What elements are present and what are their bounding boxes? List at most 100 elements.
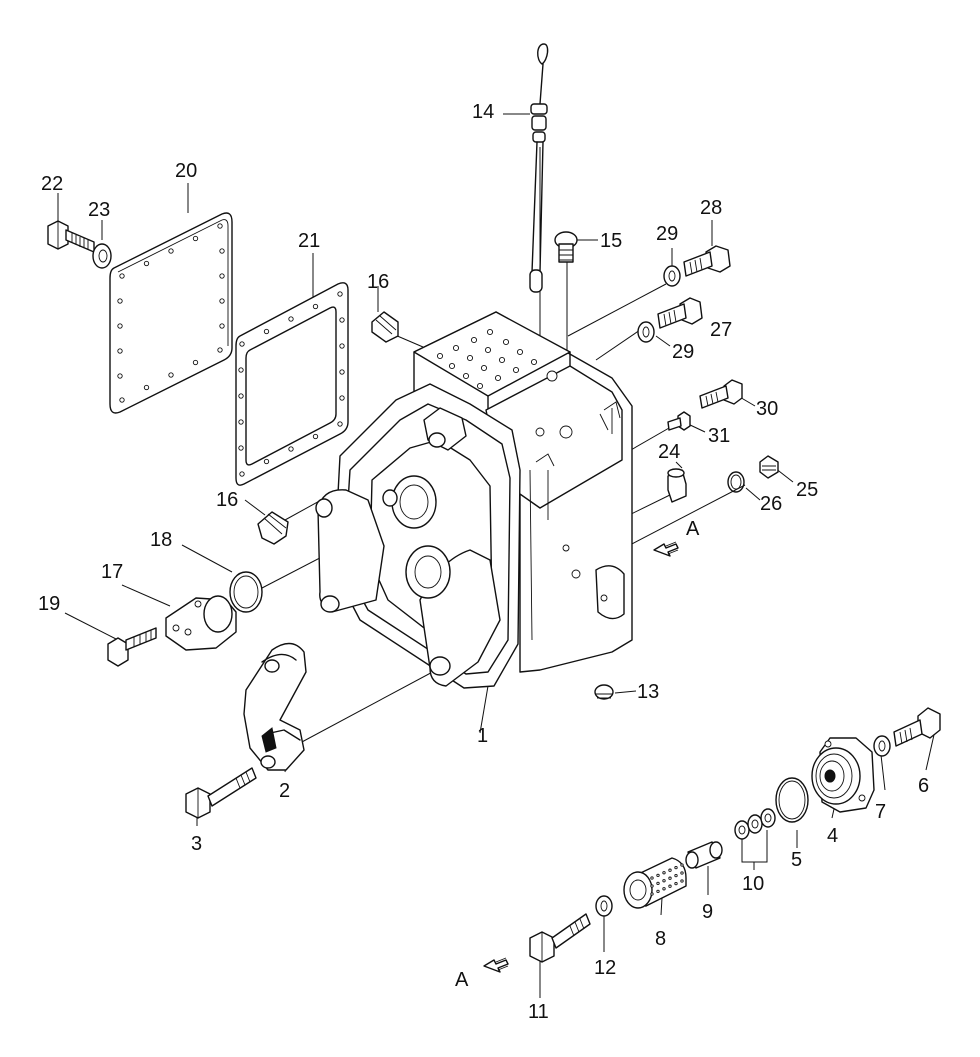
bolt-hole: [219, 323, 225, 329]
bolt-hole: [217, 223, 223, 229]
filter-perforation: [680, 879, 684, 883]
pin-24: [667, 468, 687, 503]
breather-16-left: [257, 511, 289, 545]
filter-perforation: [668, 876, 672, 880]
callout-label: 5: [791, 849, 802, 871]
washer-23: [92, 243, 112, 269]
bolt-hole: [117, 348, 123, 354]
view-arrow-a-bottom: [483, 957, 509, 973]
bolt-30: [699, 379, 743, 409]
bolt-hole: [502, 338, 510, 346]
bolt-hole: [484, 346, 492, 354]
bolt-28: [683, 245, 731, 277]
bolt-hole: [117, 373, 123, 379]
o-ring-18: [229, 571, 263, 613]
filter-perforation: [656, 889, 660, 894]
filter-head-4: [811, 737, 875, 813]
callout-label: 12: [594, 957, 616, 979]
bolt-hole: [239, 471, 245, 477]
callout-label: 8: [655, 928, 666, 950]
bolt-hole: [219, 248, 225, 254]
callout-label: 3: [191, 833, 202, 855]
bolt-hole: [119, 397, 125, 403]
filter-perforation: [680, 863, 684, 867]
filter-perforation: [650, 876, 654, 880]
callout-label: 11: [528, 1001, 549, 1023]
callout-label: 29: [656, 223, 678, 245]
bolt-hole: [516, 348, 524, 356]
callout-label: 29: [672, 341, 694, 363]
callout-label: 13: [637, 681, 659, 703]
bolt-19: [107, 627, 157, 667]
filter-perforation: [668, 884, 672, 888]
plug-15: [554, 231, 578, 263]
callout-label: 31: [708, 425, 730, 447]
bolt-hole: [312, 303, 319, 310]
filter-perforation: [662, 879, 666, 883]
bolt-hole: [219, 298, 225, 304]
filter-perforation: [656, 881, 660, 886]
filter-cartridge-8: [623, 857, 687, 909]
callout-label: 17: [101, 561, 123, 583]
o-ring-26: [727, 471, 745, 493]
bolt-hole: [219, 273, 225, 279]
bolt-hole: [288, 316, 294, 322]
bolt-hole: [143, 384, 150, 391]
bolt-22: [47, 220, 95, 253]
bolt-hole: [143, 260, 150, 267]
cover-plate-20: [109, 212, 233, 414]
breather-16-top: [371, 311, 399, 343]
bolt-hole: [192, 235, 199, 242]
bolt-hole: [117, 298, 123, 304]
washer-7: [873, 735, 891, 757]
callout-labels: 1 2 3 4 5 6 7 8 9 10 11 12 13 14 15 16 1…: [38, 101, 929, 1023]
callout-label: 20: [175, 160, 197, 182]
sleeve-9: [685, 841, 723, 869]
gasket-21: [235, 282, 349, 486]
bolt-hole: [263, 458, 270, 465]
callout-label: 4: [827, 825, 838, 847]
filter-perforation: [656, 873, 660, 878]
drain-plug-13: [594, 684, 614, 700]
bolt-hole: [339, 317, 345, 323]
bolt-hole: [263, 328, 270, 335]
bolt-hole: [238, 367, 244, 373]
callout-label: 27: [710, 319, 732, 341]
callout-label: 26: [760, 493, 782, 515]
bolt-hole: [239, 341, 245, 347]
bolt-3: [185, 767, 257, 819]
bolt-hole: [168, 372, 174, 378]
washer-12: [595, 895, 613, 917]
filter-perforation: [680, 871, 684, 875]
filter-perforation: [650, 892, 654, 896]
bolt-11: [529, 913, 591, 963]
bolt-hole: [436, 352, 444, 360]
bolt-6: [893, 707, 941, 747]
callout-label: 1: [477, 725, 488, 747]
bolt-hole: [530, 358, 538, 366]
bolt-hole: [498, 356, 506, 364]
washer-29-bottom: [637, 321, 655, 343]
bolt-hole: [470, 336, 478, 344]
bolt-hole: [494, 374, 502, 382]
bolt-27: [657, 297, 703, 329]
transmission-housing-1: [315, 311, 633, 689]
bolt-hole: [288, 446, 294, 452]
filter-perforation: [662, 887, 666, 891]
callout-label: 30: [756, 398, 778, 420]
callout-label: 10: [742, 873, 764, 895]
callout-label: 6: [918, 775, 929, 797]
bolt-hole: [119, 273, 125, 279]
o-ring-5: [775, 777, 809, 823]
bracket-2: [243, 642, 307, 771]
filter-perforation: [662, 871, 666, 875]
bolt-hole: [238, 445, 244, 451]
callout-label: 23: [88, 199, 110, 221]
bolt-hole: [480, 364, 488, 372]
callout-label: 16: [216, 489, 238, 511]
filter-perforation: [674, 873, 678, 878]
bolt-hole: [486, 328, 494, 336]
bolt-hole: [452, 344, 460, 352]
callout-label: 21: [298, 230, 320, 252]
